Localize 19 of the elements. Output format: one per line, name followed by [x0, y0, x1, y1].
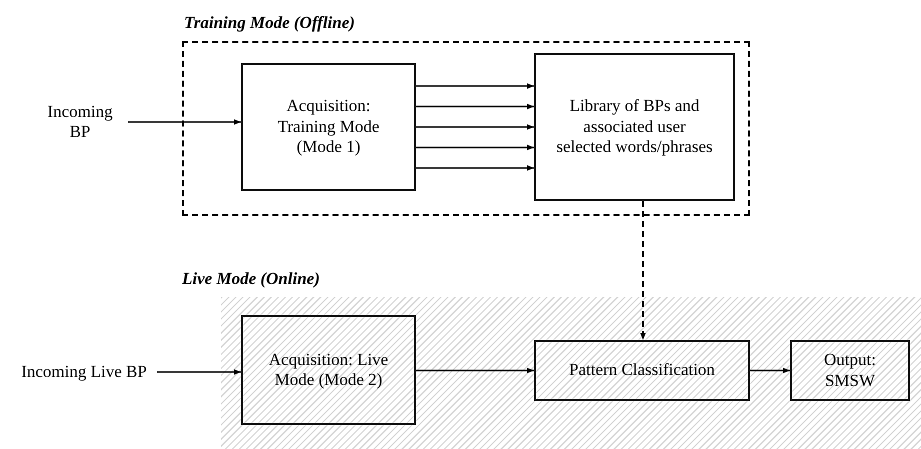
arrow [416, 368, 534, 374]
arrow [128, 119, 241, 125]
arrow [416, 165, 534, 171]
group-heading: Training Mode (Offline) [184, 13, 355, 33]
arrow [750, 368, 790, 374]
input-label: Incoming BP [46, 102, 114, 142]
process-box: Acquisition: Live Mode (Mode 2) [241, 315, 416, 425]
process-box: Acquisition: Training Mode (Mode 1) [241, 63, 416, 191]
arrow [416, 124, 534, 130]
arrow [416, 104, 534, 110]
process-box: Output: SMSW [790, 340, 910, 401]
arrow [416, 83, 534, 89]
input-label: Incoming Live BP [21, 362, 147, 382]
arrow [640, 201, 646, 340]
arrow [157, 369, 241, 375]
process-box: Library of BPs and associated user selected words/phrases [534, 53, 735, 201]
group-heading: Live Mode (Online) [182, 269, 320, 289]
arrow [416, 144, 534, 150]
process-box: Pattern Classification [534, 340, 750, 401]
